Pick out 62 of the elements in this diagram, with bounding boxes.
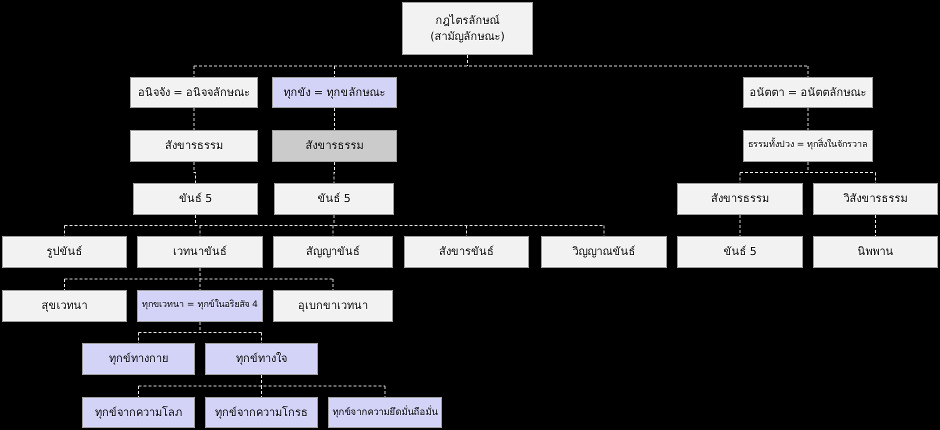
concept-box (541, 236, 667, 268)
concept-label: ทุกข์จากความยึดมั่นถือมั่น (332, 406, 438, 420)
concept-box (2, 236, 127, 268)
concept-label: ทุกขัง = ทุกขลักษณะ (283, 84, 386, 100)
concept-box (743, 77, 873, 108)
concept-box (272, 130, 397, 162)
concept-box (677, 236, 803, 268)
concept-label: วิสังขารธรรม (844, 191, 908, 207)
concept-box (328, 397, 442, 428)
concept-label: นิพพาน (858, 244, 894, 260)
concept-box (205, 397, 318, 428)
concept-box (273, 290, 393, 322)
concept-box (743, 130, 873, 162)
concept-box (404, 236, 529, 268)
concept-box (272, 77, 397, 108)
connector-line (334, 108, 335, 130)
connector-line (875, 214, 876, 236)
concept-label: เวทนาขันธ์ (173, 244, 227, 260)
concept-label: ทุกขเวทนา = ทุกข์ในอริยสัจ 4 (142, 299, 258, 312)
connector-line (334, 162, 335, 184)
concept-label: ทุกข์ทางกาย (109, 351, 168, 367)
concept-label: สังขารธรรม (711, 191, 769, 207)
concept-box (813, 236, 938, 268)
concept-box (130, 77, 258, 108)
concept-label: สังขารขันธ์ (439, 244, 494, 260)
connector-line (138, 322, 262, 344)
concept-box (133, 183, 258, 215)
concept-box (813, 183, 938, 215)
concept-box (677, 183, 803, 215)
concept-label: สังขารธรรม (165, 138, 223, 154)
concept-label: ขันธ์ 5 (317, 191, 351, 207)
concept-box (274, 183, 394, 215)
concept-label: สังขารธรรม (306, 138, 364, 154)
connector-line (194, 162, 196, 184)
connector-line (740, 162, 876, 184)
concept-box (82, 343, 195, 375)
concept-box (2, 290, 127, 322)
concept-label: สัญญาขันธ์ (306, 244, 360, 260)
concept-label: (สามัญลักษณะ) (430, 28, 505, 44)
connector-line (64, 268, 334, 290)
concept-box (205, 343, 318, 375)
concept-box (130, 130, 258, 162)
concept-label: สุขเวทนา (42, 298, 88, 314)
concept-label: ทุกข์ทางใจ (236, 351, 287, 367)
concept-box (137, 236, 263, 268)
concept-label: ขันธ์ 5 (723, 244, 757, 260)
concept-label: ขันธ์ 5 (178, 191, 212, 207)
connector-line (194, 54, 808, 78)
concept-label: รูปขันธ์ (46, 244, 82, 260)
concept-label: กฎไตรลักษณ์ (436, 12, 500, 28)
concept-label: อนัตตา = อนัตตลักษณะ (749, 84, 867, 100)
concept-box (273, 236, 393, 268)
concept-label: ทุกข์จากความโลภ (95, 404, 182, 420)
concept-box (402, 2, 533, 55)
concept-label: วิญญาณขันธ์ (572, 244, 636, 260)
concept-label: อนิจจัง = อนิจจลักษณะ (138, 84, 250, 100)
concept-box (137, 290, 263, 322)
concept-box (82, 397, 195, 428)
concept-label: อุเบกขาเวทนา (298, 298, 368, 314)
concept-label: ทุกข์จากความโกรธ (215, 404, 308, 420)
concept-label: ธรรมทั้งปวง = ทุกสิ่งในจักรวาล (748, 139, 868, 153)
connector-line (138, 374, 386, 398)
